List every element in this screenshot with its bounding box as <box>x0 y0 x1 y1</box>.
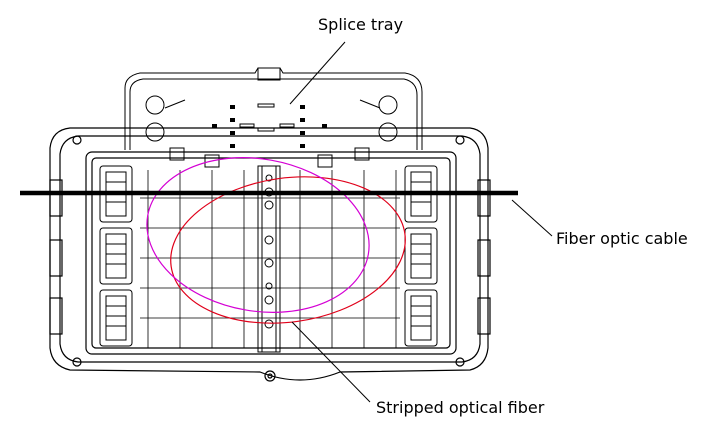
stripped-optical-fiber-label: Stripped optical fiber <box>376 398 545 417</box>
tray-slots <box>212 105 327 148</box>
fiber-optic-cable-label: Fiber optic cable <box>556 229 688 248</box>
splice-tray-label: Splice tray <box>318 15 403 34</box>
stripped-fiber-leader <box>291 321 371 403</box>
clamp-screws <box>264 174 274 329</box>
left-port-modules <box>99 165 133 347</box>
stripped-fiber-red <box>170 176 406 324</box>
closure-base <box>49 127 491 382</box>
base-grid <box>140 170 400 348</box>
center-clamp-bar <box>257 165 281 353</box>
fiber-optic-cable-leader <box>511 199 553 237</box>
splice-tray-leader <box>289 41 346 105</box>
stripped-fiber-magenta <box>146 157 370 313</box>
splice-tray <box>124 67 423 168</box>
